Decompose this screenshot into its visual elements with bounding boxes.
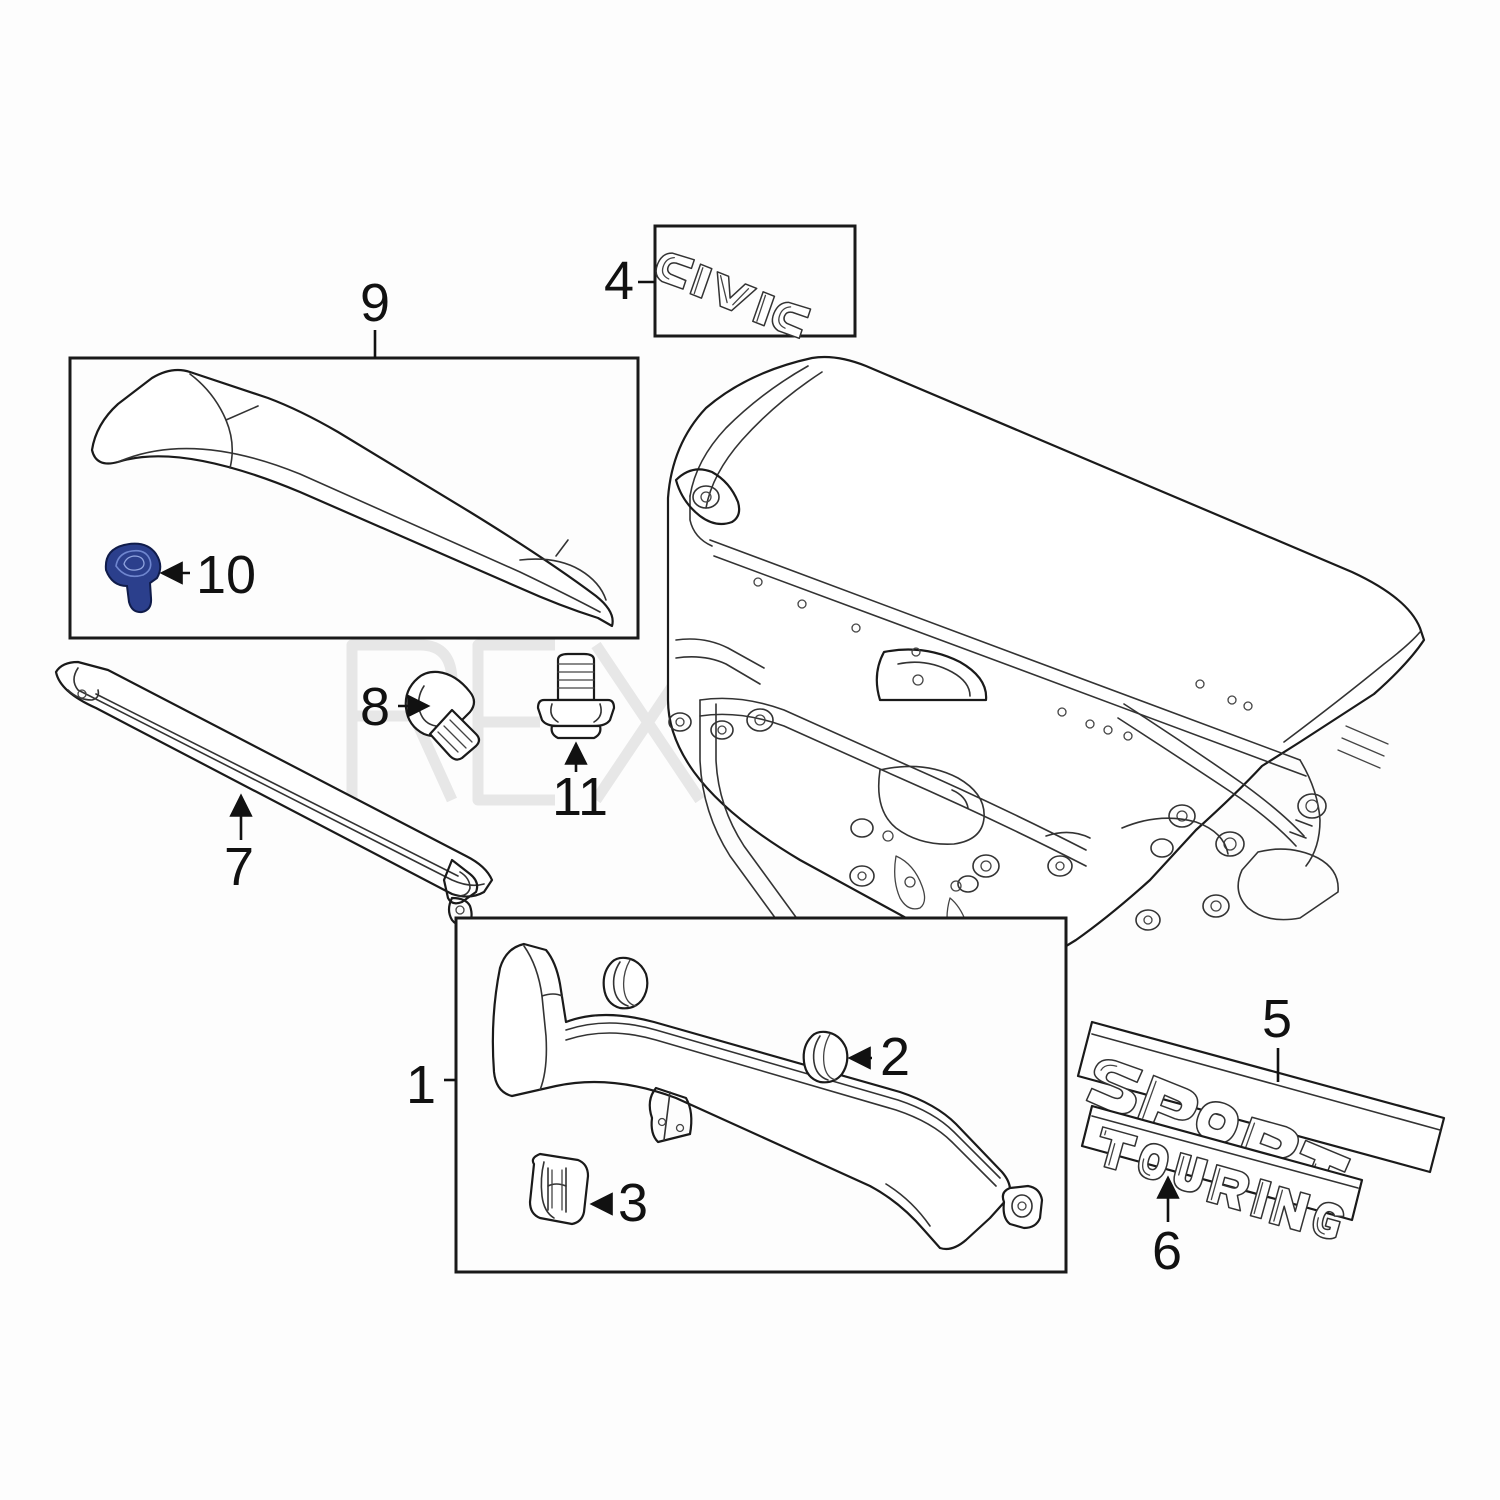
callout-label-11[interactable]: 11 <box>552 767 609 827</box>
callout-label-2[interactable]: 2 <box>880 1027 911 1087</box>
callout-label-4[interactable]: 4 <box>604 251 635 311</box>
fastener-nut-lower-right <box>1001 1184 1044 1230</box>
civic-emblem-art <box>655 252 812 340</box>
callout-label-7[interactable]: 7 <box>224 837 255 897</box>
callout-label-10[interactable]: 10 <box>196 545 257 605</box>
touring-emblem-part-6 <box>1080 1104 1364 1240</box>
rear-spoiler-part <box>90 368 614 628</box>
spoiler-blade-part-7 <box>54 660 494 927</box>
callout-label-8[interactable]: 8 <box>360 677 391 737</box>
trunk-garnish-part <box>491 942 1012 1251</box>
callout-label-1[interactable]: 1 <box>406 1055 437 1115</box>
trunk-lid-part <box>666 355 1426 1005</box>
grommet-plug-upper <box>602 956 649 1010</box>
honda-h-emblem-part-3 <box>528 1152 590 1226</box>
callout-label-3[interactable]: 3 <box>618 1173 649 1233</box>
callout-label-5[interactable]: 5 <box>1262 989 1293 1049</box>
spoiler-clip-part-10 <box>104 542 162 614</box>
callout-label-9[interactable]: 9 <box>360 273 391 333</box>
grommet-plug-part-2 <box>802 1030 849 1084</box>
callout-label-6[interactable]: 6 <box>1152 1221 1183 1281</box>
screw-part-8 <box>404 670 481 761</box>
flange-bolt-part-11 <box>536 652 616 740</box>
